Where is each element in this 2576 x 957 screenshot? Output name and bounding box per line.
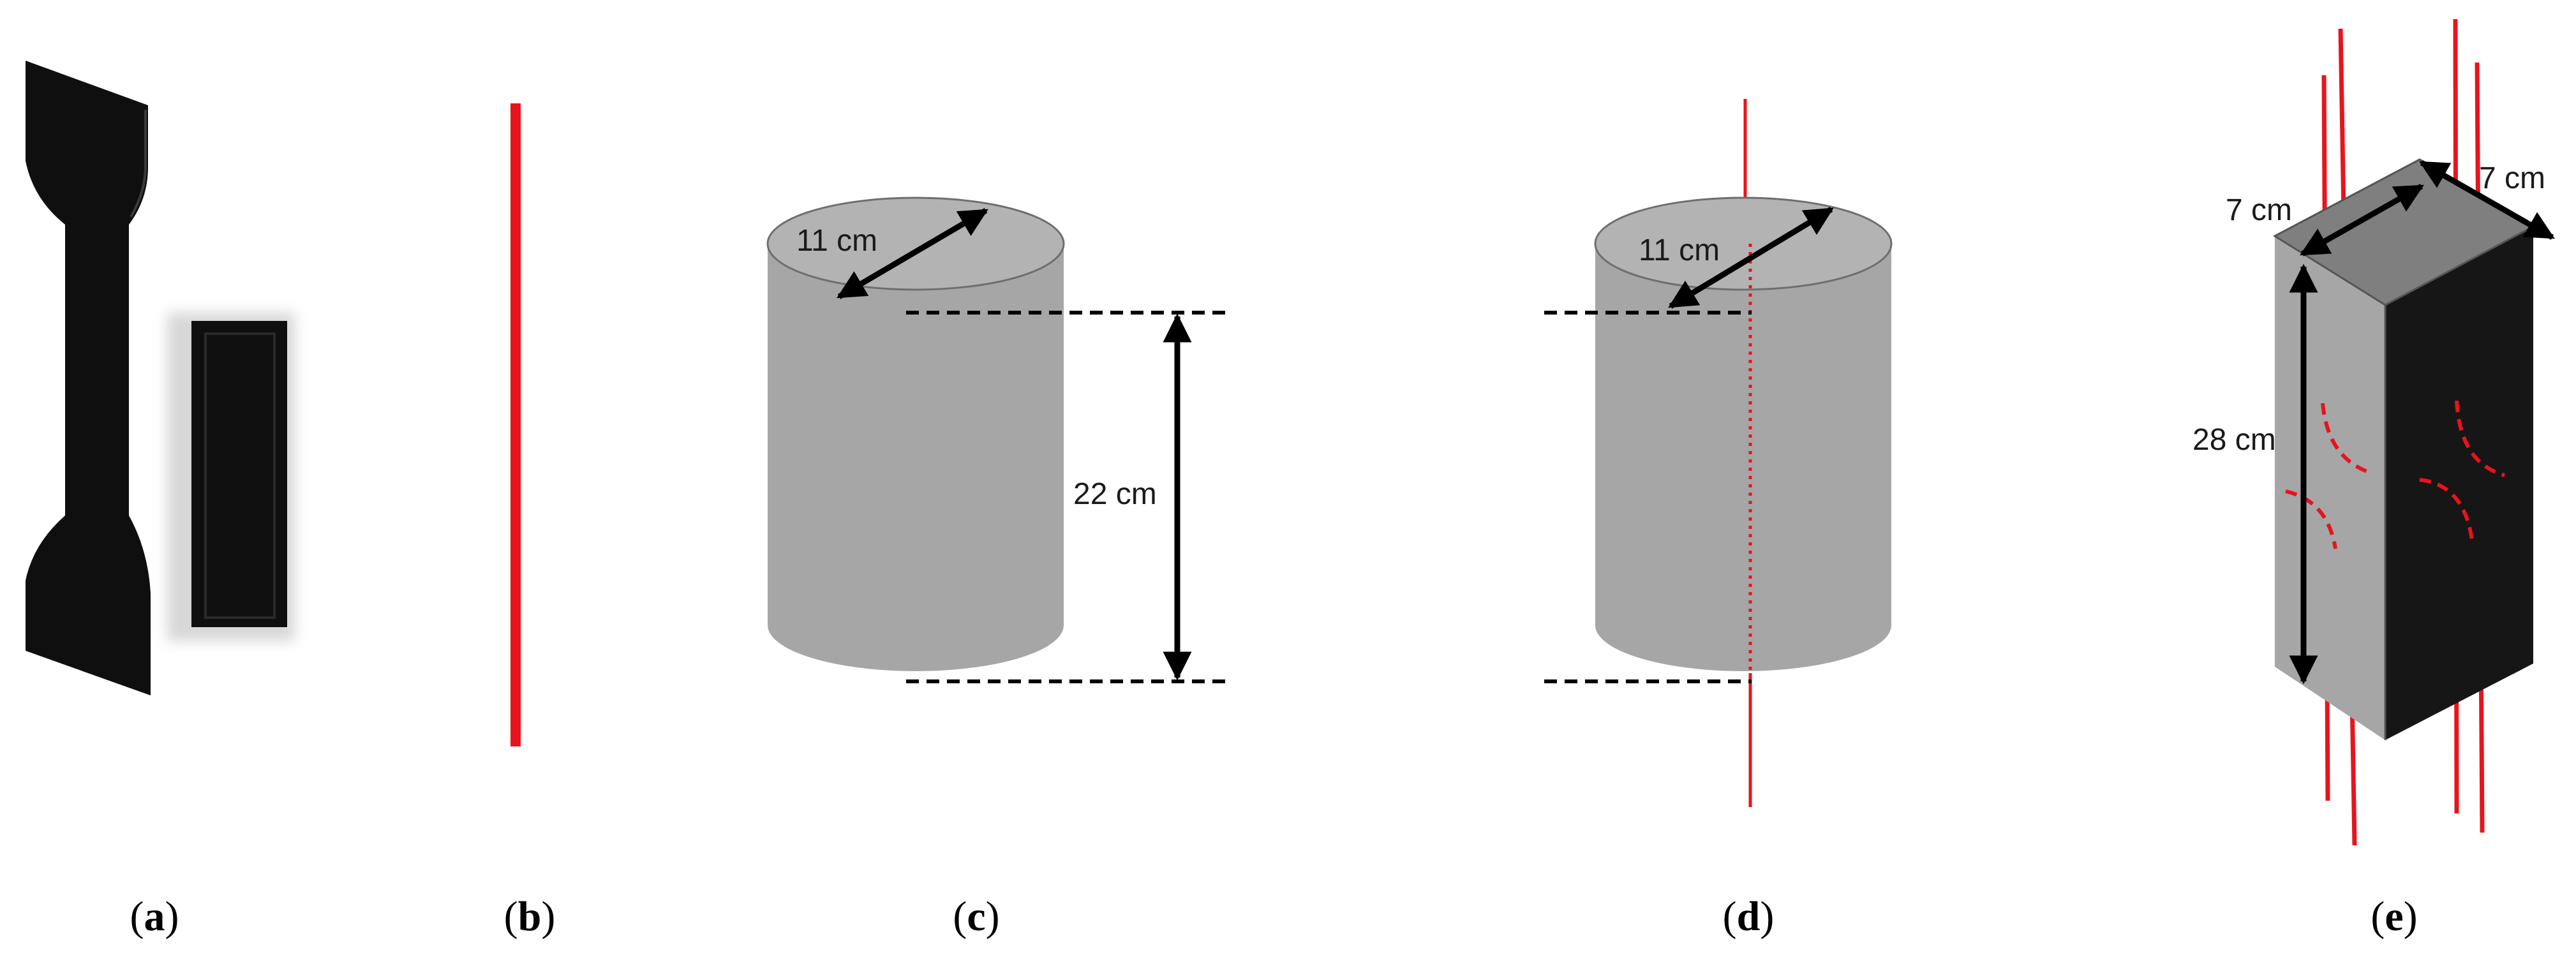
cylinder-body [1595,244,1891,671]
bar-inner-edge [204,332,276,619]
panel-e: 7 cm 7 cm 28 cm [2193,19,2555,846]
dogbone-gauge [65,220,129,520]
diameter-label: 11 cm [1639,234,1720,267]
width-arrow [2300,184,2424,256]
depth-label: 7 cm [2479,161,2545,195]
dogbone-highlight [130,110,147,218]
width-label: 7 cm [2226,193,2292,227]
dogbone-lower-grip [26,516,151,695]
bar-body [191,321,287,627]
diameter-arrow [1668,207,1834,309]
dogbone-specimen [26,61,151,695]
panel-c: 11 cm 22 cm [766,197,1228,683]
fiber-bend-right-lower [2419,478,2475,546]
panel-label-d: (d) [1723,893,1775,940]
panel-label-b: (b) [504,893,556,940]
panel-a [26,61,295,695]
depth-arrow [2419,160,2555,240]
fiber-bend-left-upper [2321,403,2373,475]
cylinder-body [768,244,1064,671]
panel-label-e: (e) [2371,893,2417,940]
height-label: 22 cm [1073,477,1157,511]
panel-label-c: (c) [953,893,999,940]
diameter-arrow [837,208,988,299]
fiber-bend-right-upper [2455,400,2505,477]
diameter-label: 11 cm [796,224,877,258]
panel-label-a: (a) [130,893,179,940]
dogbone-upper-grip [26,61,148,225]
height-label: 28 cm [2193,423,2276,457]
prism-left-face [2275,236,2385,740]
bar-specimen [167,313,295,641]
prism-right-face [2385,226,2533,740]
panel-d: 11 cm [1544,99,1893,807]
